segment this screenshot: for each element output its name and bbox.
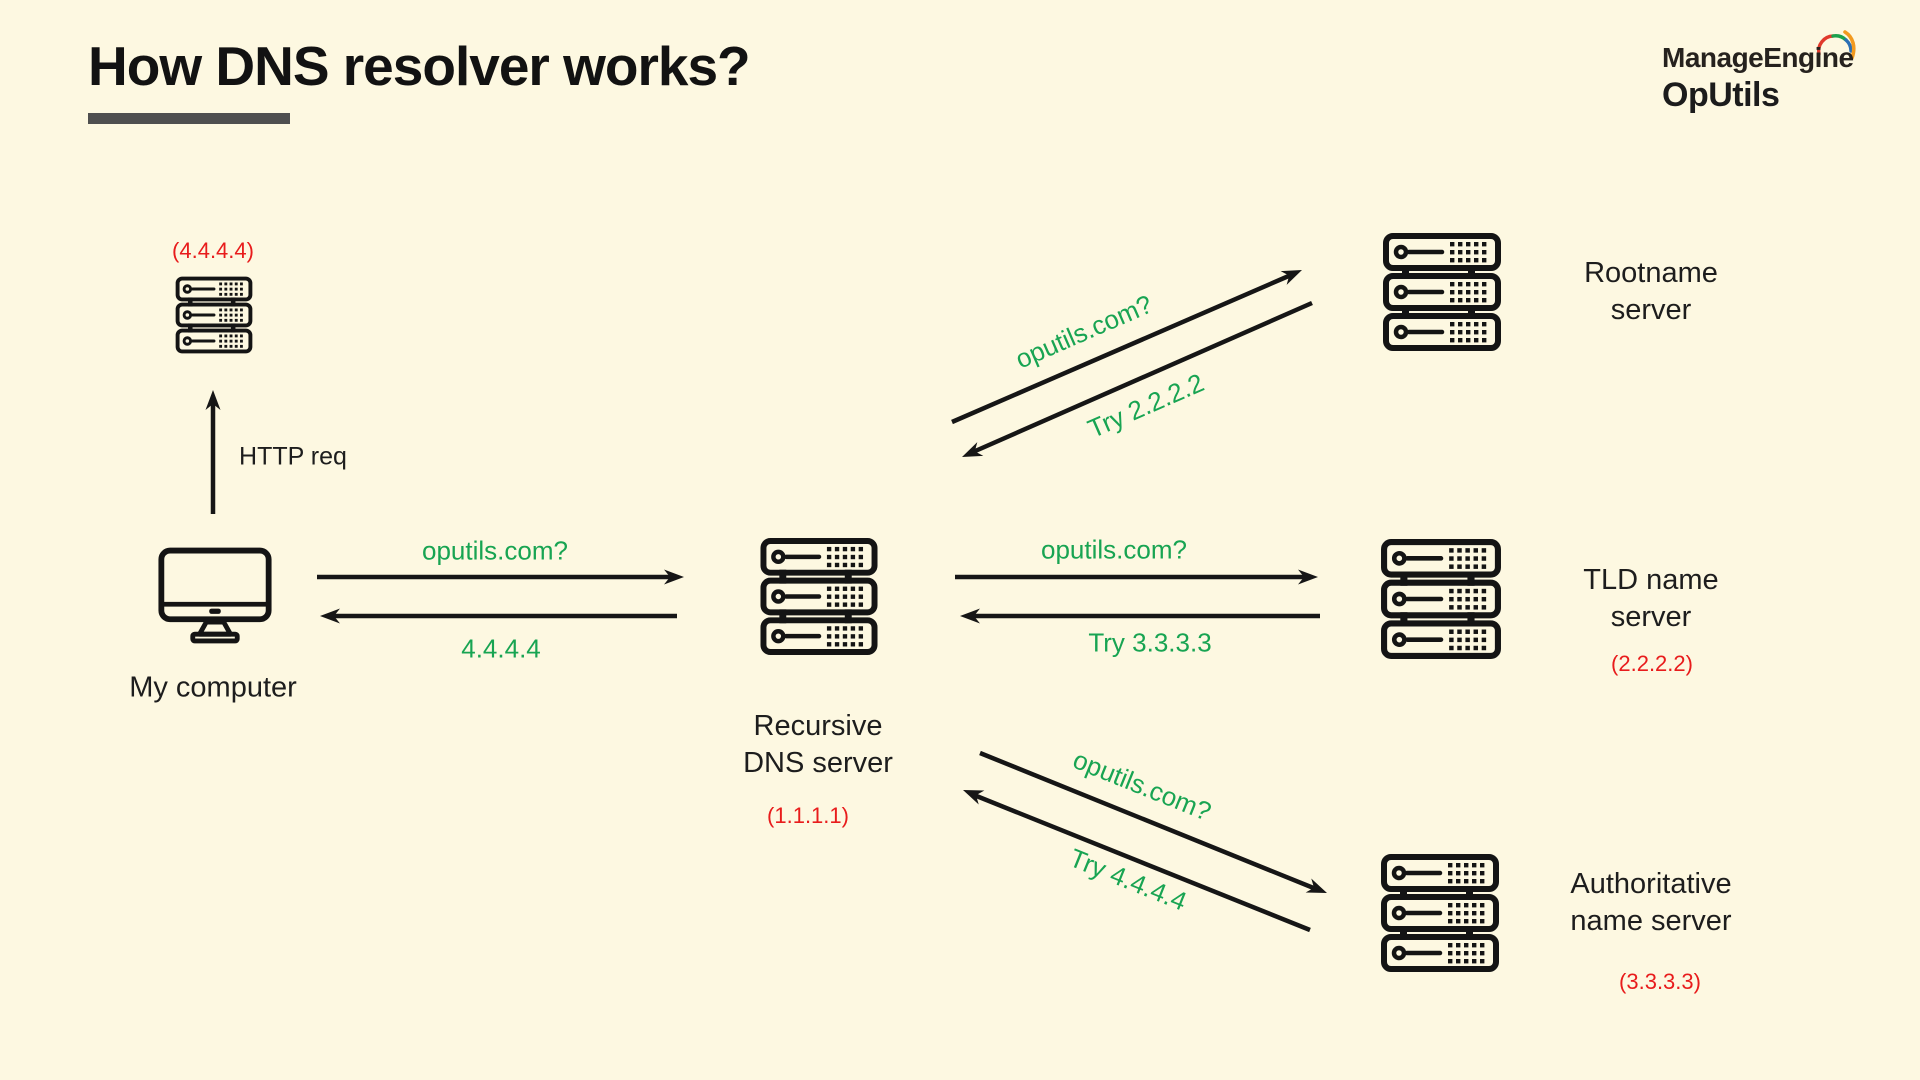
arrow-recursive-to-root [951,270,1302,425]
tld-name-server-ip: (2.2.2.2) [1611,651,1693,676]
web-server-ip: (4.4.4.4) [172,238,254,263]
manageengine-swoosh-icon [1817,30,1856,60]
rootname-server-label: Rootname server [1584,255,1718,329]
title-underline [88,113,290,124]
tld-name-server-label: TLD name server [1583,562,1718,636]
my-computer-icon [157,546,273,647]
arrow-http-request [205,390,221,514]
authoritative-name-server-icon [1380,853,1500,973]
arrow-tld-to-recursive [960,608,1320,624]
rootname-server-icon [1382,232,1502,352]
brand-name: ManageEngine [1662,42,1854,73]
web-server-icon [175,276,253,354]
brand-logo: ManageEngine OpUtils [1662,30,1892,115]
root-label-line2: server [1610,294,1692,326]
authoritative-name-server-label: Authoritative name server [1570,866,1731,940]
recursive-tld-response-label: Try 3.3.3.3 [1088,627,1212,658]
computer-recursive-response-label: 4.4.4.4 [461,633,541,664]
arrow-computer-to-recursive [317,569,684,585]
tld-name-server-icon [1380,538,1502,660]
product-name: OpUtils [1662,76,1780,114]
recursive-label-line1: Recursive [753,710,883,742]
recursive-tld-query-label: oputils.com? [1041,534,1187,565]
arrow-recursive-to-tld [955,569,1318,585]
computer-recursive-query-label: oputils.com? [422,535,568,566]
page-title: How DNS resolver works? [88,35,751,97]
recursive-dns-server-icon [758,537,880,656]
my-computer-label: My computer [129,671,297,704]
root-label-line1: Rootname [1584,257,1718,289]
http-request-label: HTTP req [239,442,347,471]
recursive-dns-server-ip: (1.1.1.1) [767,803,849,828]
arrow-root-to-recursive [962,300,1313,457]
authoritative-label-line2: name server [1570,905,1732,937]
authoritative-name-server-ip: (3.3.3.3) [1619,969,1701,994]
recursive-dns-server-label: Recursive DNS server [743,708,893,782]
tld-label-line1: TLD name [1583,564,1719,596]
tld-label-line2: server [1610,601,1692,633]
arrow-recursive-to-computer [320,608,677,624]
arrow-recursive-to-authoritative [979,750,1327,893]
authoritative-label-line1: Authoritative [1570,868,1732,900]
recursive-label-line2: DNS server [743,747,893,779]
arrow-authoritative-to-recursive [963,790,1311,933]
